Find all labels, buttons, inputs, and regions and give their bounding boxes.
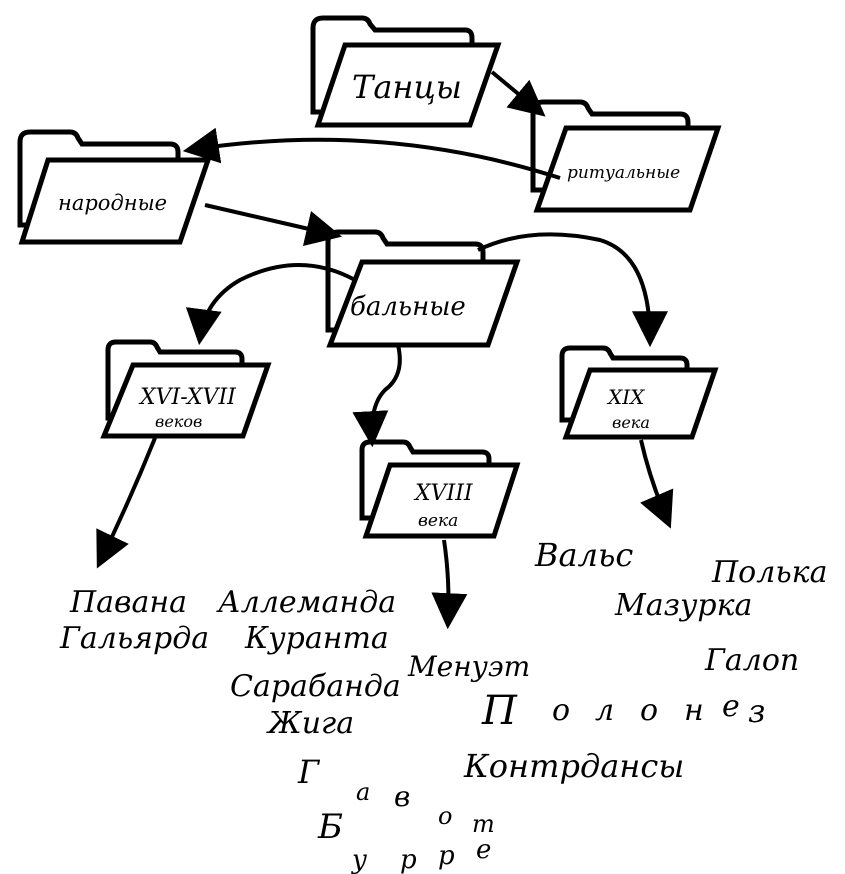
bourree-letter: е xyxy=(476,835,491,865)
gavotte-letter: о xyxy=(438,802,452,830)
folder-16-17-centuries: XVI-XVII веков xyxy=(100,339,272,439)
connector-arrows xyxy=(96,70,674,630)
dances-shared-group: П о л о н е з Контрдансы xyxy=(463,688,765,785)
polonaise-letter: П xyxy=(481,688,518,734)
dance-sarabande: Сарабанда xyxy=(230,669,401,704)
folder-label-19-line2: века xyxy=(612,413,650,432)
dance-gigue: Жига xyxy=(266,706,354,741)
folder-label-16-17-line2: веков xyxy=(155,412,202,431)
dance-polka: Полька xyxy=(711,555,827,590)
folder-label-folk: народные xyxy=(58,191,167,215)
folder-dances: Танцы xyxy=(310,15,502,128)
arrow-dances-to-ritual xyxy=(490,70,546,117)
dances-19-group: Вальс Полька Мазурка Галоп xyxy=(534,536,827,678)
gavotte-letter: в xyxy=(394,780,410,813)
folder-ritual: ритуальные xyxy=(530,99,722,213)
folder-ballroom: бальные xyxy=(325,229,521,348)
dance-contredanse: Контрдансы xyxy=(463,747,684,785)
arrow-ballroom-to-16-17 xyxy=(185,263,356,346)
folder-19-century: XIX века xyxy=(559,345,719,440)
arrow-ballroom-to-18 xyxy=(352,344,402,448)
arrow-16-17-to-dances xyxy=(96,437,157,569)
polonaise-letter: о xyxy=(640,693,658,728)
dance-galop: Галоп xyxy=(704,643,799,678)
polonaise-letter: з xyxy=(748,692,765,730)
dances-18-group: Менуэт Г а в о т Б у р р е xyxy=(297,650,530,874)
dance-courante: Куранта xyxy=(244,621,389,656)
folder-label-18-line2: века xyxy=(418,511,458,531)
gavotte-letter: а xyxy=(356,778,370,806)
gavotte-letter: Г xyxy=(297,753,321,791)
bourree-letter: Б xyxy=(317,807,343,847)
gavotte-letter: т xyxy=(472,810,495,838)
arrow-ritual-to-folk xyxy=(182,127,561,180)
dance-bourree: Б у р р е xyxy=(317,807,491,874)
polonaise-letter: н xyxy=(684,693,704,728)
dance-waltz: Вальс xyxy=(534,536,633,574)
folder-label-dances: Танцы xyxy=(352,68,462,106)
dance-gavotte: Г а в о т xyxy=(297,753,495,838)
folder-label-19-line1: XIX xyxy=(606,385,645,409)
bourree-letter: р xyxy=(438,841,455,871)
folder-18-century: XVIII века xyxy=(359,439,521,539)
polonaise-letter: л xyxy=(595,693,614,728)
folder-label-16-17-line1: XVI-XVII xyxy=(138,385,237,410)
dance-pavane: Павана xyxy=(69,585,187,620)
folder-label-ballroom: бальные xyxy=(350,292,466,322)
folder-folk: народные xyxy=(17,129,212,245)
arrow-19-to-dances xyxy=(639,439,674,529)
polonaise-letter: о xyxy=(552,693,570,728)
polonaise-letter: е xyxy=(722,689,740,724)
arrow-ballroom-to-19 xyxy=(477,232,668,348)
dances-16-17-group: Павана Аллеманда Гальярда Куранта Сараба… xyxy=(59,585,401,741)
bourree-letter: у xyxy=(351,845,367,874)
arrow-18-to-dances xyxy=(431,539,468,630)
dance-polonaise: П о л о н е з xyxy=(481,688,765,734)
bourree-letter: р xyxy=(400,845,417,874)
dance-galliard: Гальярда xyxy=(59,621,209,656)
dance-minuet: Менуэт xyxy=(407,650,530,683)
dance-mazurka: Мазурка xyxy=(614,588,752,623)
dance-allemande: Аллеманда xyxy=(216,585,396,620)
folder-label-ritual: ритуальные xyxy=(567,163,680,183)
arrow-folk-to-ballroom xyxy=(204,203,343,247)
folder-label-18-line1: XVIII xyxy=(413,481,474,506)
